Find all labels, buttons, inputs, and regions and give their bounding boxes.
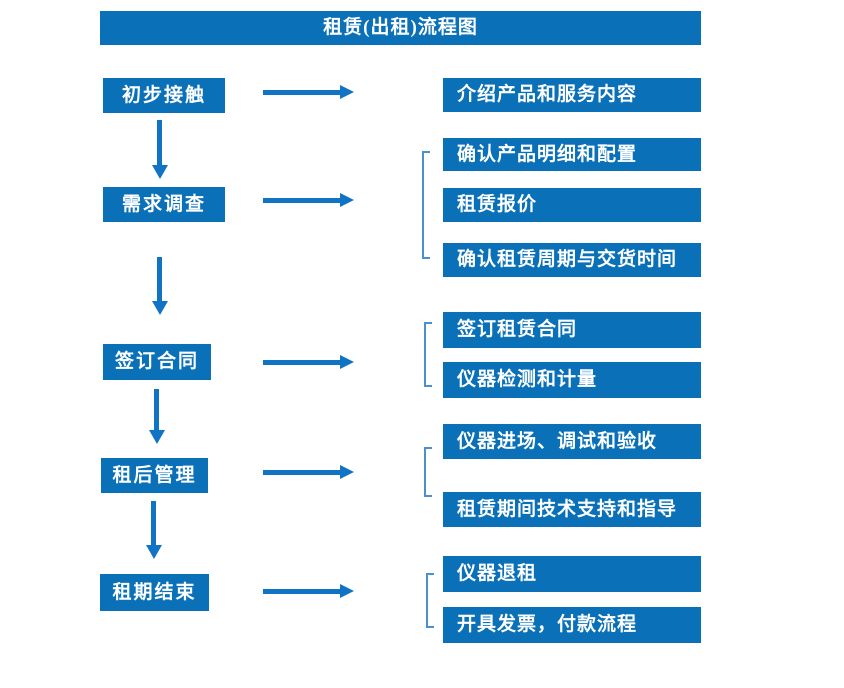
group-bracket xyxy=(424,447,432,497)
detail-confirm-product-config: 确认产品明细和配置 xyxy=(443,138,701,171)
detail-instrument-setup-acceptance: 仪器进场、调试和验收 xyxy=(443,424,701,459)
step-post-rental-management: 租后管理 xyxy=(101,458,208,493)
group-bracket xyxy=(426,573,434,628)
right-arrow-icon xyxy=(263,85,354,99)
right-arrow-icon xyxy=(263,465,354,479)
step-initial-contact: 初步接触 xyxy=(103,78,225,113)
down-arrow-icon xyxy=(145,501,162,559)
group-bracket xyxy=(424,322,432,387)
flowchart-title: 租赁(出租)流程图 xyxy=(100,11,701,45)
down-arrow-icon xyxy=(151,257,168,315)
right-arrow-icon xyxy=(263,584,354,598)
detail-introduce-products: 介绍产品和服务内容 xyxy=(443,78,701,112)
right-arrow-icon xyxy=(263,355,354,369)
detail-sign-rental-contract: 签订租赁合同 xyxy=(443,312,701,348)
detail-instrument-inspection: 仪器检测和计量 xyxy=(443,362,701,398)
right-arrow-icon xyxy=(263,193,354,207)
down-arrow-icon xyxy=(151,120,168,179)
step-sign-contract: 签订合同 xyxy=(103,344,211,380)
detail-rental-quote: 租赁报价 xyxy=(443,188,701,222)
detail-technical-support: 租赁期间技术支持和指导 xyxy=(443,492,701,527)
group-bracket xyxy=(422,151,430,259)
step-rental-end: 租期结束 xyxy=(100,574,209,611)
down-arrow-icon xyxy=(148,389,165,444)
step-requirement-survey: 需求调查 xyxy=(103,187,225,222)
detail-confirm-period-delivery: 确认租赁周期与交货时间 xyxy=(443,243,701,277)
detail-invoice-payment: 开具发票，付款流程 xyxy=(443,607,701,643)
detail-instrument-return: 仪器退租 xyxy=(443,556,701,592)
